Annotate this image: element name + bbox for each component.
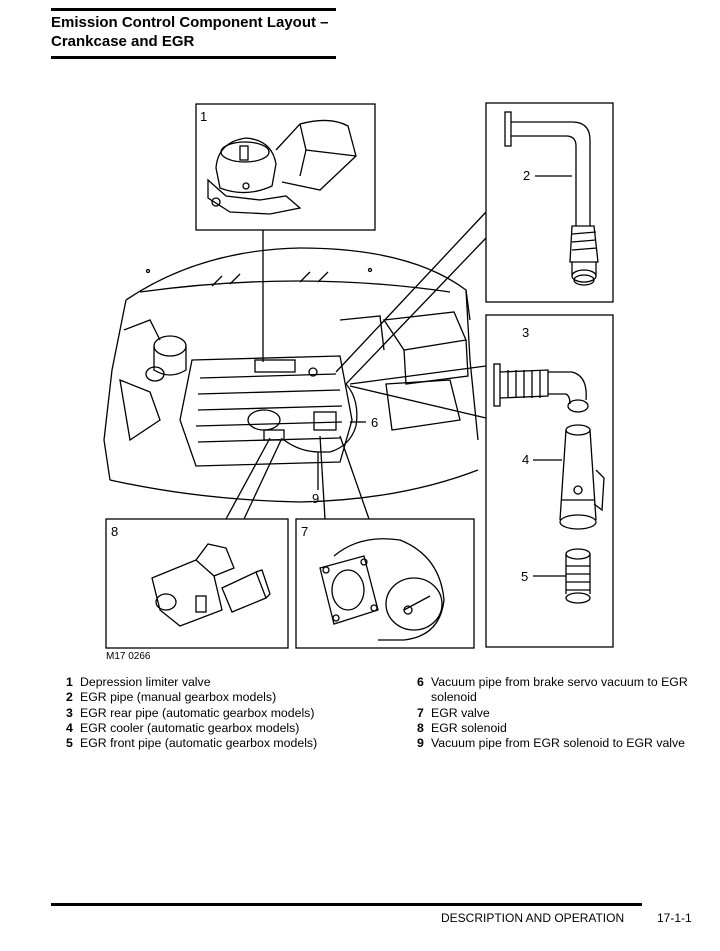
leader-2-a [335, 211, 487, 373]
depression-valve-in-bay [254, 359, 296, 373]
callout-3: 3 [522, 325, 529, 340]
leader-2-b [345, 237, 487, 385]
leader-7-a [319, 435, 326, 520]
callout-2: 2 [523, 168, 530, 183]
title-bottom-rule [51, 56, 336, 59]
callout-6: 6 [371, 415, 378, 430]
page-number: 17-1-1 [657, 911, 692, 925]
detail-box-7 [295, 518, 475, 649]
footer-rule [51, 903, 642, 906]
egr-valve-drawing [319, 538, 445, 641]
callout-5: 5 [521, 569, 528, 584]
wing-left [103, 299, 127, 481]
detail-box-3-5 [485, 314, 614, 648]
page-title-line-1: Emission Control Component Layout – [51, 14, 329, 31]
egr-solenoid-in-bay [263, 429, 285, 441]
vacuum-pipe-6 [329, 383, 358, 453]
cam-cover [179, 355, 353, 467]
egr-rear-pipe-drawing [493, 363, 589, 413]
figure-code: M17 0266 [106, 651, 151, 662]
egr-cooler-drawing [559, 424, 605, 530]
callout-4: 4 [522, 452, 529, 467]
callout-8: 8 [111, 524, 118, 539]
leader-8-a [225, 437, 271, 520]
detail-box-8 [105, 518, 289, 649]
page-title-line-2: Crankcase and EGR [51, 33, 195, 50]
leader-8-b [243, 437, 283, 520]
callout-1: 1 [200, 109, 207, 124]
leader-3-a [349, 365, 487, 385]
egr-front-pipe-drawing [565, 548, 591, 604]
bulkhead [139, 280, 451, 293]
wing-right [465, 289, 479, 441]
front-panel [109, 469, 479, 503]
vacuum-pipe-9 [283, 439, 330, 453]
egr-valve-in-bay [313, 411, 337, 431]
leader-7-b [339, 435, 370, 520]
oil-cap [247, 409, 281, 431]
leader-3-b [349, 385, 487, 419]
egr-pipe-manual-drawing [504, 111, 599, 286]
title-top-rule [51, 8, 336, 11]
depression-limiter-valve-drawing [207, 119, 357, 215]
callout-7: 7 [301, 524, 308, 539]
page-title: Emission Control Component Layout – Cran… [51, 13, 329, 51]
egr-solenoid-drawing [151, 543, 271, 627]
callout-9: 9 [312, 491, 319, 506]
bonnet-outline [125, 247, 471, 321]
footer-section-title: DESCRIPTION AND OPERATION [441, 911, 625, 925]
